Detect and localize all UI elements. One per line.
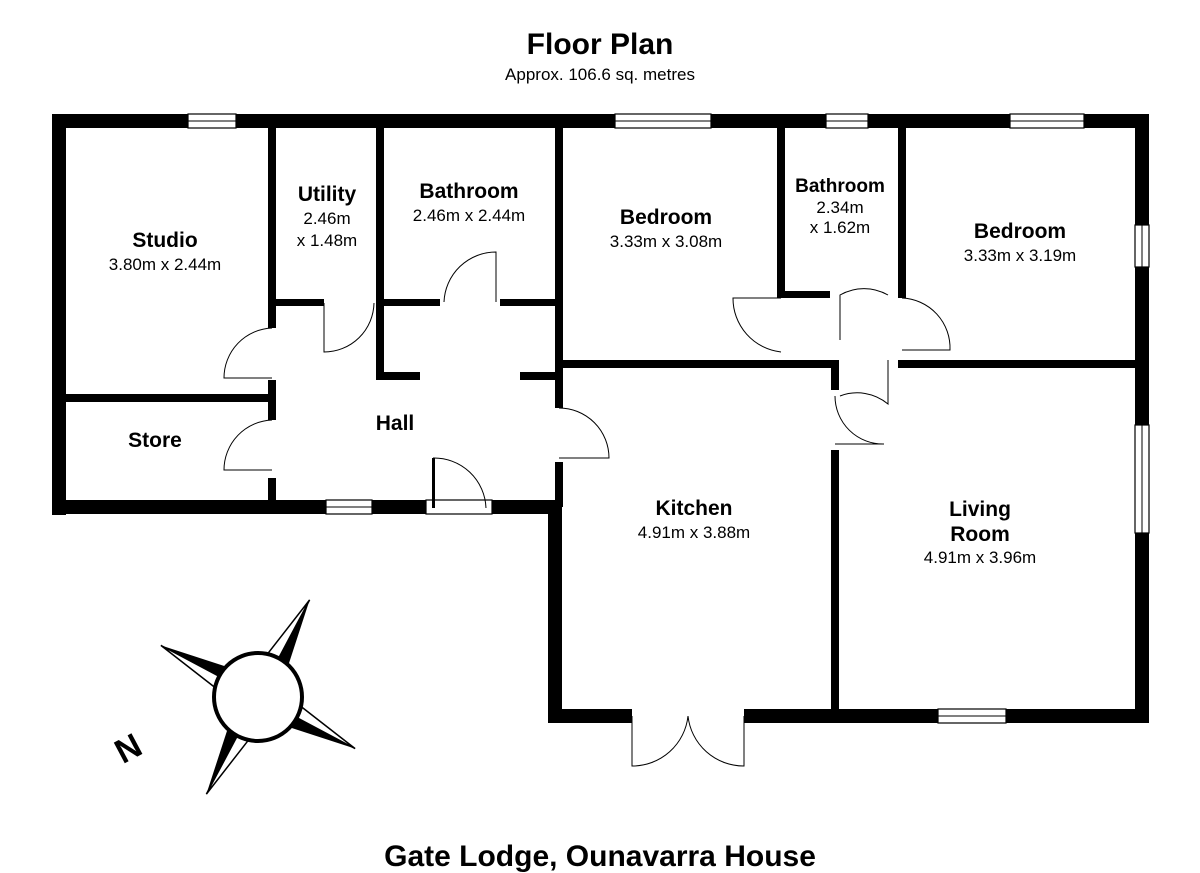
windows [187,113,1150,724]
room-studio-name: Studio [132,229,197,252]
room-bedroom-2-name: Bedroom [974,220,1066,243]
compass-north-label: N [109,726,149,771]
room-store-name: Store [128,429,182,452]
room-hall-name: Hall [376,412,415,435]
room-bathroom-main-name: Bathroom [419,180,518,203]
room-bathroom-main-dims: 2.46m x 2.44m [413,206,525,225]
compass-rose-icon [160,599,356,795]
room-kitchen-name: Kitchen [655,497,732,520]
room-living-name-line1: Living [949,498,1011,521]
outer-walls [52,114,1149,723]
room-bathroom-ensuite-dims-line2: x 1.62m [810,218,870,237]
room-bedroom-2-dims: 3.33m x 3.19m [964,246,1076,265]
property-name: Gate Lodge, Ounavarra House [384,840,816,873]
room-bedroom-1-name: Bedroom [620,206,712,229]
page-subtitle: Approx. 106.6 sq. metres [505,65,695,84]
room-living-name-line2: Room [950,523,1010,546]
room-studio-dims: 3.80m x 2.44m [109,255,221,274]
room-labels: Studio 3.80m x 2.44m Utility 2.46m x 1.4… [109,176,1076,567]
page-title: Floor Plan [527,28,674,61]
doors [223,251,951,767]
room-bathroom-ensuite-name: Bathroom [795,176,885,197]
internal-walls [66,128,1135,712]
room-bathroom-ensuite-dims-line1: 2.34m [816,198,863,217]
room-kitchen-dims: 4.91m x 3.88m [638,523,750,542]
room-living-dims: 4.91m x 3.96m [924,548,1036,567]
room-utility-dims-line1: 2.46m [303,209,350,228]
room-utility-name: Utility [298,183,357,206]
room-utility-dims-line2: x 1.48m [297,231,357,250]
room-bedroom-1-dims: 3.33m x 3.08m [610,232,722,251]
